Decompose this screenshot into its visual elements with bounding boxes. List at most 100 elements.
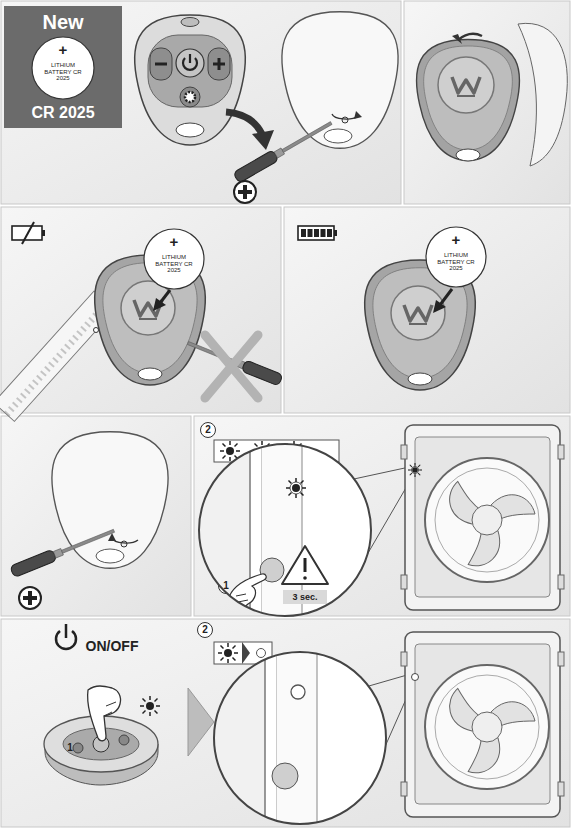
opened-remote <box>416 23 567 166</box>
callout-number: 1 <box>219 580 233 592</box>
back-cover <box>354 111 362 119</box>
led-state-box <box>257 649 266 658</box>
magnifier-view <box>214 652 386 824</box>
magnifier-view <box>205 648 317 828</box>
remote-front <box>189 54 191 63</box>
insert-arrow <box>433 300 446 313</box>
screwdriver <box>233 118 334 183</box>
screwdriver <box>10 525 116 577</box>
back-cover <box>121 541 127 547</box>
opened-remote <box>438 57 494 113</box>
opened-remote <box>456 149 480 161</box>
button-name: ON/OFF <box>77 638 147 655</box>
battery-full-icon <box>298 226 334 240</box>
magnifier-view <box>317 648 318 828</box>
magnifier-view <box>228 574 266 609</box>
fan-unit <box>401 632 564 817</box>
screwdriver <box>233 118 334 183</box>
callout-circle-outline <box>32 37 94 99</box>
battery-text: LITHIUM BATTERY CR 2025 <box>31 62 95 82</box>
battery-empty-icon <box>42 230 45 236</box>
duration-note: 3 sec. <box>283 592 327 603</box>
battery-full-icon <box>321 229 326 237</box>
back-cover <box>282 12 398 149</box>
crosshead-symbol <box>19 587 41 609</box>
magnifier-view <box>190 440 371 620</box>
remote-front <box>148 35 232 107</box>
forbidden-screwdriver <box>186 335 283 398</box>
insert-arrow <box>433 289 452 313</box>
magnifier-view <box>283 590 327 604</box>
panel <box>1 619 570 827</box>
callout-circle-outline <box>144 229 204 289</box>
battery-full-icon <box>334 230 337 236</box>
power-icon <box>65 624 68 638</box>
battery-callout: + LITHIUM BATTERY CR 2025 <box>31 36 95 100</box>
opened-remote <box>424 46 513 150</box>
battery-full-icon <box>327 229 332 237</box>
forbidden-screwdriver <box>205 335 258 398</box>
panel <box>1 1 401 204</box>
remote-front <box>181 18 199 27</box>
turn-arrow <box>252 130 274 150</box>
insert-arrow <box>440 289 452 305</box>
battery-empty-icon <box>22 222 34 244</box>
led-light <box>140 696 160 716</box>
callout-circle <box>63 423 234 756</box>
callout-number: 2 <box>201 424 215 436</box>
magnifier-view <box>272 763 298 789</box>
turn-arrow <box>226 112 262 134</box>
remote-lying <box>73 743 83 753</box>
new-battery-box: New CR 2025 + LITHIUM BATTERY CR 2025 <box>4 6 122 128</box>
step-arrow <box>188 688 214 756</box>
battery-callout: +LITHIUM BATTERY CR 2025 <box>143 228 205 290</box>
callout-circle-outline <box>426 227 486 287</box>
turn-arrow <box>226 112 274 150</box>
crosshead-symbol <box>19 587 41 609</box>
callout-circle <box>198 623 213 638</box>
badge-title: New <box>4 11 122 33</box>
opened-remote <box>518 23 567 166</box>
panel <box>1 416 191 616</box>
magnifier-view <box>291 685 305 699</box>
insert-arrow <box>153 290 170 311</box>
magnifier-view <box>277 648 317 828</box>
remote-front <box>176 123 204 137</box>
battery-text: LITHIUM BATTERY CR 2025 <box>425 252 487 272</box>
magnifier-view <box>264 648 266 828</box>
magnifier-view <box>286 478 306 498</box>
remote-front <box>135 15 246 145</box>
magnifier-view <box>199 444 371 616</box>
back-cover <box>96 549 124 563</box>
screwdriver <box>10 525 116 577</box>
pressing-hand <box>104 702 116 716</box>
battery-full-icon <box>308 229 313 237</box>
polarity-mark: + <box>143 234 205 251</box>
remote-front <box>155 63 167 66</box>
fan-unit <box>408 463 422 477</box>
insert-arrow <box>153 298 166 311</box>
opened-remote <box>404 305 432 324</box>
battery-full-icon <box>314 229 319 237</box>
battery-type: CR 2025 <box>4 104 122 122</box>
back-cover <box>342 117 348 123</box>
callout-number: 2 <box>198 624 212 636</box>
panel <box>404 1 570 204</box>
callout-number: 1 <box>63 742 77 754</box>
polarity-mark: + <box>31 42 95 59</box>
opened-remote <box>121 281 175 335</box>
crosshead-symbol <box>234 181 256 203</box>
remote-front <box>185 92 195 102</box>
magnifier-view <box>205 648 386 828</box>
opened-remote <box>416 40 519 161</box>
led-state-box <box>218 643 238 663</box>
opened-remote <box>452 77 480 96</box>
remote-front <box>208 48 230 80</box>
back-cover <box>112 538 138 543</box>
insert-arrow <box>160 290 170 303</box>
battery-empty-icon <box>12 222 45 244</box>
pressing-hand <box>88 686 121 741</box>
back-cover <box>324 129 352 143</box>
opened-remote <box>94 328 99 333</box>
